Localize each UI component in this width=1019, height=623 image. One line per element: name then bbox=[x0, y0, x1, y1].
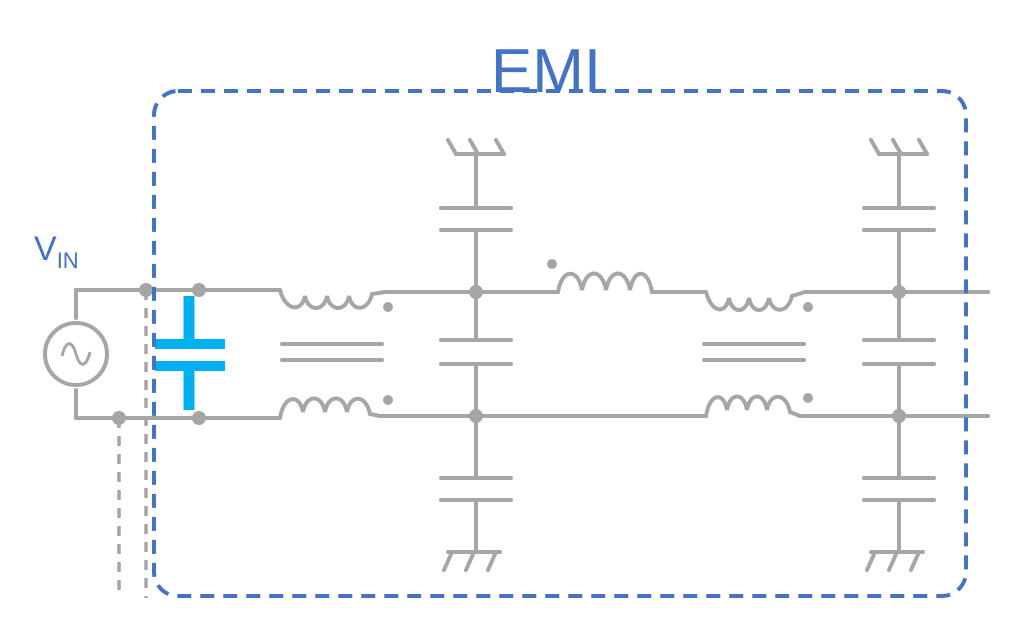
capacitor-column-1 bbox=[439, 152, 513, 554]
node-dot bbox=[192, 283, 206, 297]
polarity-dot bbox=[547, 259, 557, 269]
node-dot bbox=[139, 283, 153, 297]
dashed-leads bbox=[117, 290, 148, 598]
chassis-ground-icon bbox=[869, 138, 929, 156]
x-capacitor-highlight-icon bbox=[155, 296, 225, 410]
polarity-dots bbox=[803, 302, 813, 403]
node-dot bbox=[192, 411, 206, 425]
chassis-ground-icon bbox=[446, 138, 506, 156]
circuit-wires bbox=[74, 288, 990, 420]
capacitor-column-2 bbox=[862, 152, 936, 554]
inductor-icon bbox=[556, 271, 654, 294]
source-label-main: V bbox=[34, 230, 57, 268]
emi-filter-boundary bbox=[152, 89, 968, 598]
node-dot bbox=[112, 411, 126, 425]
source-label: VIN bbox=[34, 230, 79, 273]
polarity-dots bbox=[383, 302, 393, 405]
ac-source-icon bbox=[43, 321, 109, 387]
common-mode-choke-icon bbox=[702, 290, 807, 418]
diagram-title: EMI bbox=[491, 37, 601, 106]
source-label-subscript: IN bbox=[57, 248, 79, 273]
chassis-ground-icon bbox=[442, 550, 502, 572]
common-mode-choke-icon bbox=[278, 288, 387, 420]
chassis-ground-icon bbox=[865, 550, 925, 572]
